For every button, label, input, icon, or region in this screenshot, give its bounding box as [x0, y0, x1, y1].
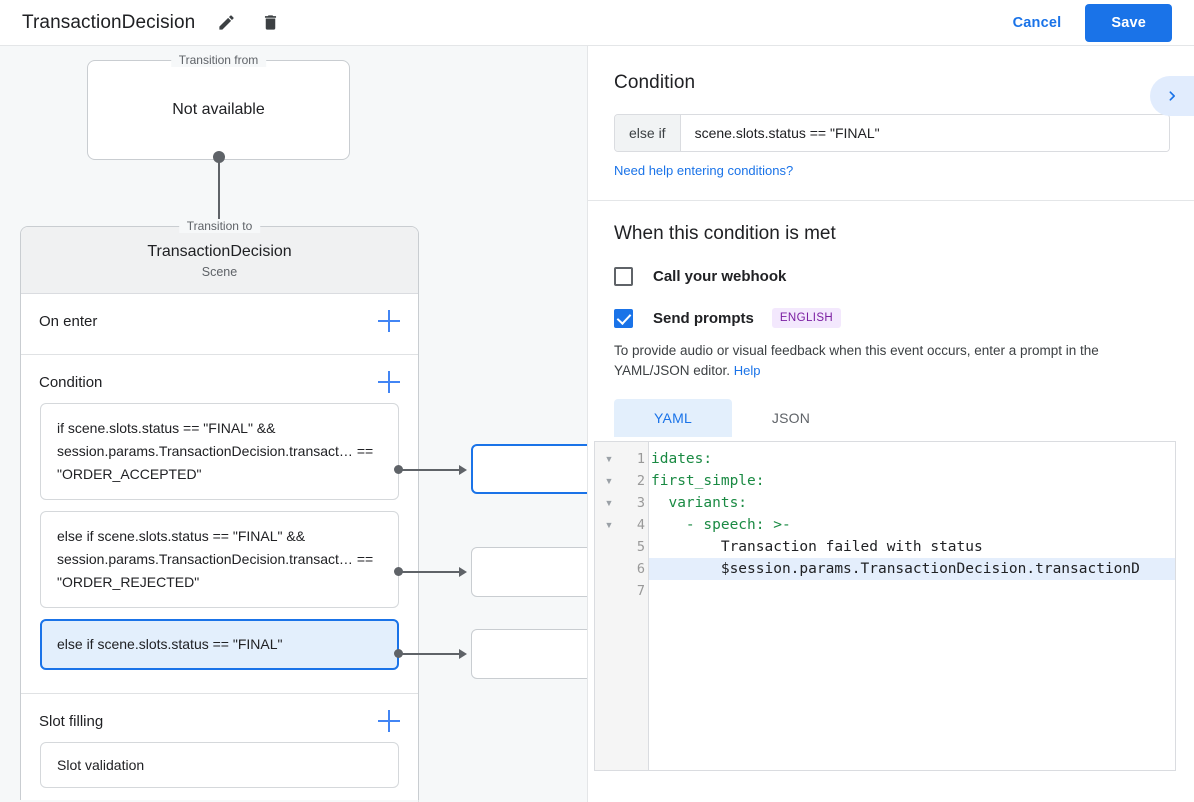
add-on-enter-plus-icon[interactable]: [378, 310, 400, 332]
condition-expression-input[interactable]: [680, 115, 1169, 151]
section-title-slot-filling: Slot filling: [39, 712, 104, 730]
page-title: TransactionDecision: [22, 11, 196, 33]
chevron-right-icon[interactable]: [1150, 76, 1194, 116]
scene-type: Scene: [201, 265, 238, 279]
editor-fold-toggle[interactable]: ▼: [604, 520, 614, 530]
editor-fold-toggle[interactable]: ▼: [604, 498, 614, 508]
transition-from-value: Not available: [172, 101, 265, 118]
edge-dot-3: [394, 649, 403, 658]
section-on-enter: On enter: [21, 294, 418, 355]
slot-validation-item[interactable]: Slot validation: [40, 742, 399, 788]
yaml-code-editor[interactable]: ▼ ▼ ▼ ▼ 1 2 3 4 5 6 7 idates: first_simple: varian…: [594, 441, 1176, 771]
transition-to-legend: Transition to: [178, 219, 261, 233]
send-prompts-row[interactable]: Send prompts ENGLISH: [614, 308, 1168, 328]
add-condition-plus-icon[interactable]: [378, 371, 400, 393]
editor-line-number: 6: [636, 561, 645, 577]
edge-line-3: [399, 653, 461, 655]
cancel-button[interactable]: Cancel: [999, 6, 1076, 40]
editor-fold-toggle[interactable]: ▼: [604, 476, 614, 486]
call-webhook-row[interactable]: Call your webhook: [614, 267, 1168, 286]
condition-help-link[interactable]: Need help entering conditions?: [614, 163, 794, 178]
when-condition-met-heading: When this condition is met: [614, 223, 836, 244]
editor-code-line[interactable]: idates:: [651, 451, 713, 467]
condition-input-row[interactable]: else if: [614, 114, 1170, 152]
pencil-icon[interactable]: [213, 10, 239, 36]
scene-graph-canvas: Transition from Not available Transition…: [0, 46, 587, 802]
edge-dot-1: [394, 465, 403, 474]
editor-code-area[interactable]: idates: first_simple: variants: - speech:…: [649, 442, 1175, 770]
send-prompts-checkbox[interactable]: [614, 308, 633, 328]
transition-from-card: Transition from Not available: [87, 53, 350, 160]
editor-code-line[interactable]: [649, 580, 1175, 602]
editor-line-number: 3: [636, 495, 645, 511]
section-condition: Condition if scene.slots.status == "FINA…: [21, 355, 418, 694]
tab-json[interactable]: JSON: [771, 410, 811, 426]
editor-fold-toggle: [595, 580, 623, 602]
scene-card-header[interactable]: Transition to TransactionDecision Scene: [21, 219, 418, 294]
condition-panel-heading: Condition: [614, 72, 696, 93]
edge-arrow-2: [459, 567, 467, 577]
editor-line-numbers: 1 2 3 4 5 6 7: [623, 442, 649, 770]
call-webhook-checkbox[interactable]: [614, 267, 633, 286]
add-slot-filling-plus-icon[interactable]: [378, 710, 400, 732]
editor-line-number: 2: [636, 473, 645, 489]
prompt-description: To provide audio or visual feedback when…: [614, 341, 1168, 381]
trash-icon[interactable]: [257, 10, 283, 36]
editor-line-number: 4: [636, 517, 645, 533]
transition-target-2[interactable]: [471, 547, 587, 597]
scene-card: Transition to TransactionDecision Scene …: [20, 219, 419, 800]
transition-target-1[interactable]: [471, 444, 587, 494]
condition-prefix-label: else if: [615, 115, 681, 151]
edge-arrow-3: [459, 649, 467, 659]
section-slot-filling: Slot filling Slot validation: [21, 694, 418, 800]
editor-line-number: 5: [636, 539, 645, 555]
editor-line-number: 7: [636, 583, 645, 599]
editor-code-line[interactable]: variants:: [651, 495, 748, 511]
editor-fold-toggle: [595, 558, 623, 580]
editor-fold-toggle: [595, 536, 623, 558]
edge-arrow-1: [459, 465, 467, 475]
prompt-description-text: To provide audio or visual feedback when…: [614, 343, 1099, 378]
editor-code-line[interactable]: - speech: >-: [651, 517, 791, 533]
condition-item-1[interactable]: if scene.slots.status == "FINAL" && sess…: [40, 403, 399, 500]
call-webhook-label: Call your webhook: [653, 268, 787, 285]
editor-line-number: 1: [636, 451, 645, 467]
scene-name: TransactionDecision: [147, 243, 292, 260]
transition-from-legend: Transition from: [170, 53, 267, 67]
save-button[interactable]: Save: [1085, 3, 1172, 42]
tab-yaml[interactable]: YAML: [614, 399, 732, 437]
transition-target-3[interactable]: [471, 629, 587, 679]
top-app-bar: TransactionDecision Cancel Save: [0, 0, 1194, 46]
editor-code-line[interactable]: first_simple:: [651, 473, 765, 489]
section-title-on-enter: On enter: [39, 312, 98, 330]
condition-item-2[interactable]: else if scene.slots.status == "FINAL" &&…: [40, 511, 399, 608]
prompt-help-link[interactable]: Help: [733, 363, 761, 378]
edge-dot-2: [394, 567, 403, 576]
edge-line-2: [399, 571, 461, 573]
condition-editor-section: Condition else if Need help entering con…: [588, 46, 1194, 201]
editor-fold-gutter: ▼ ▼ ▼ ▼: [595, 442, 623, 770]
editor-format-tabs: YAML JSON: [614, 399, 1168, 437]
condition-item-3[interactable]: else if scene.slots.status == "FINAL": [40, 619, 399, 670]
language-badge: ENGLISH: [771, 308, 842, 328]
editor-fold-toggle[interactable]: ▼: [604, 454, 614, 464]
send-prompts-label: Send prompts: [653, 309, 754, 327]
editor-code-line[interactable]: Transaction failed with status: [651, 539, 983, 555]
editor-code-line[interactable]: $session.params.TransactionDecision.tran…: [649, 558, 1175, 580]
section-title-condition: Condition: [39, 373, 103, 391]
condition-detail-panel: Condition else if Need help entering con…: [587, 46, 1194, 802]
when-condition-met-section: When this condition is met Call your web…: [588, 201, 1194, 771]
edge-line-1: [399, 469, 461, 471]
